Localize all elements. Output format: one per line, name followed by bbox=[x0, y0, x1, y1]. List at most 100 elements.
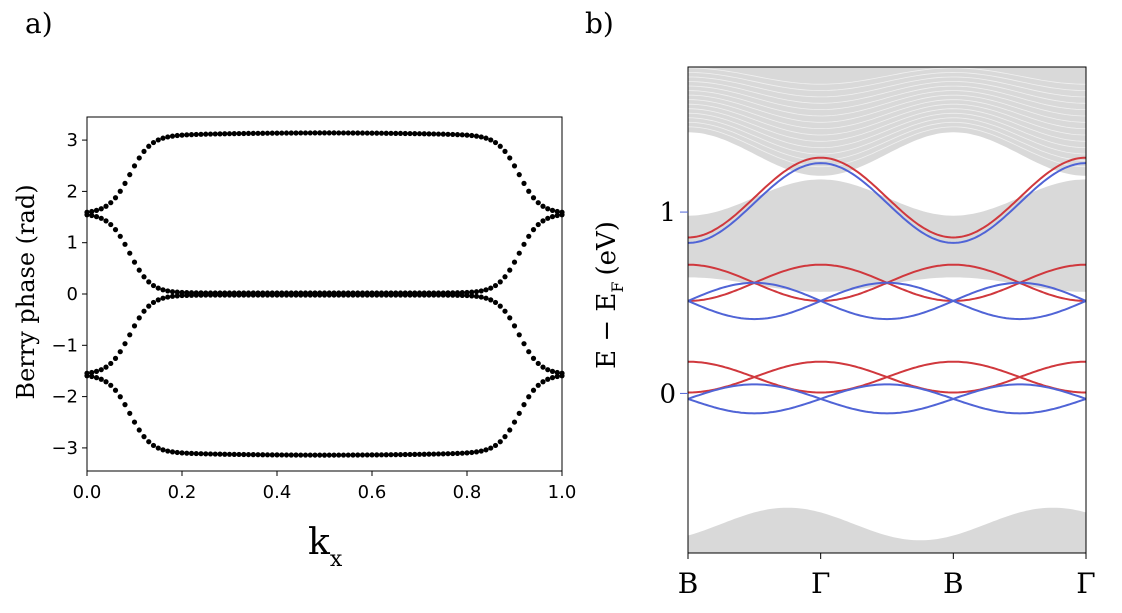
berry-phase-point bbox=[483, 287, 489, 293]
berry-phase-point bbox=[165, 288, 171, 294]
berry-phase-point bbox=[255, 130, 261, 136]
berry-phase-point bbox=[217, 292, 223, 298]
berry-phase-point bbox=[150, 282, 157, 289]
berry-phase-point bbox=[89, 212, 95, 219]
berry-phase-point bbox=[283, 130, 290, 136]
berry-phase-point bbox=[236, 451, 242, 458]
berry-phase-point bbox=[364, 292, 370, 298]
berry-phase-point bbox=[473, 449, 480, 455]
panel-b-frame bbox=[687, 66, 1087, 554]
berry-phase-point bbox=[459, 450, 465, 456]
x-tick-label: 0.6 bbox=[358, 482, 387, 503]
berry-phase-point bbox=[416, 292, 423, 298]
berry-phase-point bbox=[174, 289, 180, 295]
berry-phase-point bbox=[155, 297, 161, 303]
berry-phase-point bbox=[269, 130, 275, 136]
berry-phase-point bbox=[288, 130, 294, 136]
edge-band-curve bbox=[688, 162, 1086, 244]
panel-a-xlabel: kx bbox=[308, 522, 343, 572]
berry-phase-point bbox=[469, 449, 475, 456]
berry-phase-point bbox=[117, 233, 123, 239]
berry-phase-point bbox=[464, 132, 470, 138]
berry-phase-point bbox=[416, 131, 423, 137]
berry-phase-point bbox=[516, 410, 522, 416]
berry-phase-point bbox=[269, 452, 275, 458]
berry-phase-point bbox=[388, 130, 394, 136]
berry-phase-point bbox=[540, 203, 546, 209]
berry-phase-point bbox=[526, 233, 532, 239]
berry-phase-point bbox=[112, 227, 119, 233]
bulk-band-region bbox=[688, 179, 1086, 292]
berry-phase-point bbox=[317, 130, 323, 136]
berry-phase-point bbox=[122, 241, 128, 247]
bulk-band-line bbox=[688, 94, 1086, 123]
berry-phase-point bbox=[435, 451, 442, 457]
berry-phase-point bbox=[535, 360, 541, 367]
berry-phase-point bbox=[293, 292, 299, 298]
berry-phase-point bbox=[103, 218, 109, 224]
bulk-band-line bbox=[688, 121, 1086, 161]
bulk-band-line bbox=[688, 117, 1086, 155]
berry-phase-point bbox=[98, 206, 104, 212]
berry-phase-point bbox=[298, 130, 304, 136]
berry-phase-point bbox=[245, 451, 252, 458]
berry-phase-point bbox=[160, 447, 166, 453]
berry-phase-point bbox=[131, 259, 138, 265]
berry-phase-point bbox=[364, 130, 370, 136]
berry-phase-point bbox=[340, 130, 347, 136]
berry-phase-point bbox=[378, 452, 385, 458]
x-tick-label: 0.4 bbox=[263, 482, 292, 503]
berry-phase-point bbox=[255, 292, 261, 298]
berry-phase-point bbox=[307, 292, 313, 298]
berry-phase-point bbox=[554, 208, 560, 215]
y-tick-label: 2 bbox=[67, 181, 78, 202]
berry-phase-point bbox=[298, 292, 304, 298]
berry-phase-point bbox=[383, 452, 389, 458]
berry-phase-point bbox=[122, 341, 128, 347]
berry-phase-point bbox=[526, 188, 532, 194]
berry-phase-point bbox=[402, 130, 408, 137]
berry-phase-point bbox=[317, 452, 323, 458]
berry-phase-point bbox=[131, 419, 138, 425]
berry-phase-point bbox=[212, 131, 218, 137]
berry-phase-point bbox=[155, 137, 161, 143]
berry-phase-point bbox=[350, 292, 356, 298]
berry-phase-point bbox=[492, 282, 499, 289]
berry-phase-point bbox=[321, 130, 328, 136]
berry-phase-point bbox=[435, 292, 442, 298]
panel-b-ylabel-unit: (eV) bbox=[592, 221, 622, 275]
berry-phase-point bbox=[188, 450, 195, 456]
berry-phase-point bbox=[507, 267, 513, 273]
panel-a-xlabel-sub: x bbox=[330, 547, 343, 572]
berry-phase-point bbox=[364, 452, 370, 458]
berry-phase-point bbox=[127, 172, 133, 178]
berry-phase-point bbox=[473, 133, 480, 139]
berry-phase-point bbox=[511, 419, 518, 425]
berry-phase-point bbox=[117, 188, 123, 194]
y-tick-label: 3 bbox=[67, 130, 78, 151]
berry-phase-point bbox=[331, 292, 337, 298]
y-tick-label: −3 bbox=[51, 438, 78, 459]
berry-phase-point bbox=[274, 452, 280, 458]
berry-phase-point bbox=[355, 452, 361, 458]
berry-phase-point bbox=[117, 349, 123, 355]
berry-phase-point bbox=[549, 207, 556, 213]
berry-phase-point bbox=[302, 452, 309, 458]
berry-phase-point bbox=[279, 452, 285, 458]
berry-phase-point bbox=[559, 373, 565, 379]
berry-phase-point bbox=[269, 292, 275, 298]
bulk-band-line bbox=[688, 90, 1086, 117]
berry-phase-point bbox=[526, 394, 532, 400]
berry-phase-point bbox=[188, 132, 195, 138]
berry-phase-point bbox=[345, 452, 351, 458]
berry-phase-point bbox=[426, 292, 432, 298]
berry-phase-point bbox=[336, 130, 342, 136]
berry-phase-point bbox=[473, 289, 480, 295]
berry-phase-point bbox=[340, 292, 347, 298]
berry-phase-point bbox=[374, 130, 380, 136]
berry-phase-point bbox=[416, 451, 423, 457]
berry-phase-point bbox=[393, 130, 399, 136]
bulk-band-line bbox=[688, 81, 1086, 104]
berry-phase-point bbox=[184, 132, 190, 138]
